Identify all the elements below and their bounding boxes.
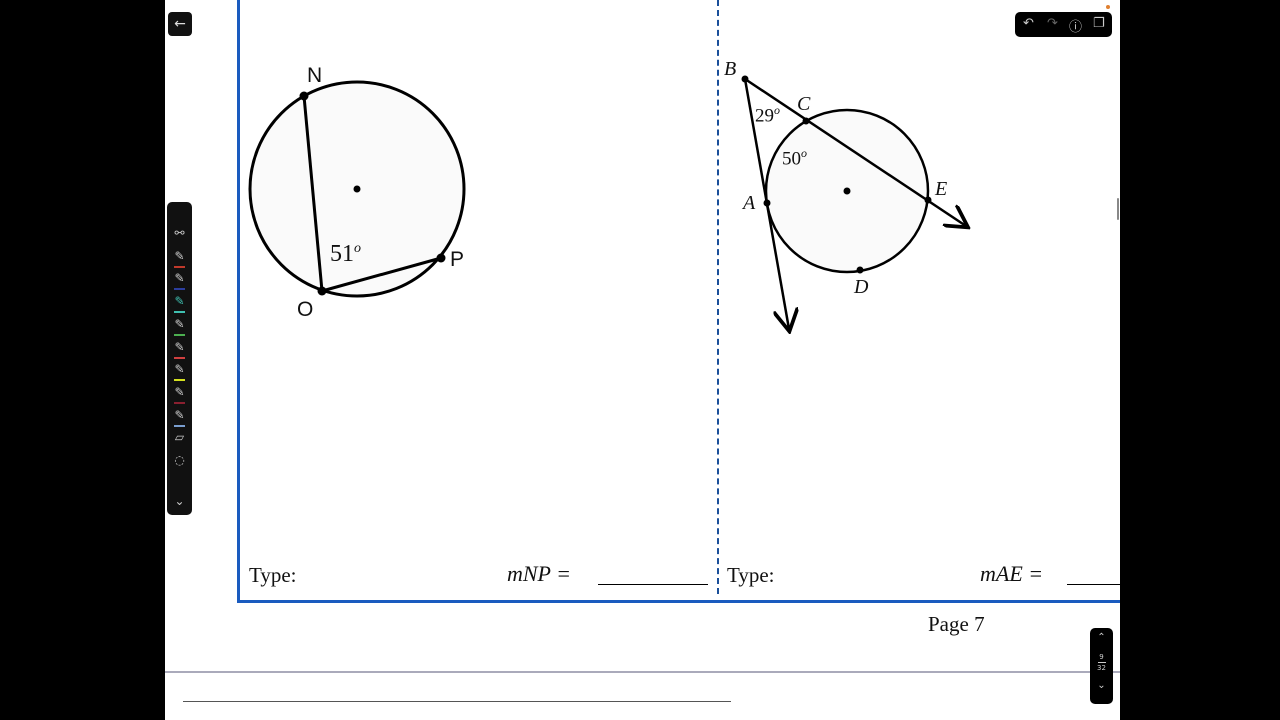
redo-icon[interactable]: ↷	[1047, 16, 1058, 31]
answer-blank-2[interactable]	[1067, 584, 1120, 585]
answer-label-2: mAE =	[980, 561, 1044, 586]
eraser-icon[interactable]: ▱	[174, 430, 185, 445]
undo-icon[interactable]: ↶	[1023, 16, 1034, 31]
label-P: P	[450, 248, 465, 271]
pen-red2-icon[interactable]: ✎	[170, 340, 189, 359]
next-page-line	[183, 701, 731, 702]
pen-blue-icon[interactable]: ✎	[170, 271, 189, 291]
type-label-2: Type:	[727, 563, 775, 587]
chord-NO	[302, 95, 324, 292]
label-C: C	[797, 93, 811, 115]
notification-dot	[1106, 5, 1110, 9]
label-N: N	[307, 64, 323, 87]
top-toolbar: ↶ ↷ ⓘ ❐	[1015, 12, 1112, 37]
diagram-2	[741, 75, 967, 330]
page-down-icon[interactable]: ⌄	[1097, 680, 1106, 691]
problem-divider	[717, 0, 719, 594]
angle-50: 50o	[782, 146, 807, 170]
page-navigator: ⌃ 9 32 ⌄	[1090, 628, 1113, 704]
type-label-1: Type:	[249, 563, 297, 587]
pen-green-icon[interactable]: ✎	[170, 317, 189, 336]
label-E: E	[935, 178, 948, 200]
label-O: O	[297, 298, 314, 321]
arrow-left-icon: ←	[174, 16, 186, 32]
answer-label-1: mNP =	[507, 561, 571, 586]
highlighter-maroon-icon[interactable]: ✎	[170, 385, 189, 404]
worksheet-frame	[237, 0, 1120, 603]
lasso-select-icon[interactable]: ◌	[174, 453, 185, 467]
angle-51: 51o	[330, 241, 361, 267]
center-point-2	[843, 187, 851, 195]
diagram-1	[248, 80, 466, 298]
pen-lightblue-icon[interactable]: ✎	[170, 408, 189, 427]
center-point	[353, 185, 361, 193]
page-separator	[165, 671, 1120, 673]
chord-OP	[321, 256, 442, 293]
lasso-tool-icon[interactable]: ⚯	[174, 226, 185, 240]
pen-red-icon[interactable]: ✎	[170, 249, 189, 268]
point-N	[299, 91, 309, 101]
pen-toolbar: ⚯ ✎ ✎ ✎ ✎ ✎ ✎ ✎ ✎ ▱ ◌ ⌄	[167, 202, 192, 515]
page-up-icon[interactable]: ⌃	[1097, 632, 1106, 643]
highlighter-yellow-icon[interactable]: ✎	[170, 362, 189, 382]
back-button[interactable]: ←	[168, 12, 192, 36]
label-B: B	[724, 58, 737, 80]
answer-blank-1[interactable]	[598, 584, 708, 585]
pen-teal-icon[interactable]: ✎	[170, 294, 189, 314]
label-D: D	[854, 276, 869, 298]
label-A: A	[743, 192, 756, 214]
chevron-down-icon[interactable]: ⌄	[174, 494, 185, 508]
page-number-label: Page 7	[928, 612, 985, 636]
info-icon[interactable]: ⓘ	[1069, 20, 1083, 35]
point-O	[317, 286, 327, 296]
pages-icon[interactable]: ❐	[1093, 16, 1105, 31]
total-pages: 32	[1097, 664, 1106, 672]
point-P	[436, 253, 446, 263]
scrollbar[interactable]	[1117, 198, 1119, 220]
angle-29: 29o	[755, 103, 780, 127]
current-page: 9	[1099, 653, 1104, 661]
